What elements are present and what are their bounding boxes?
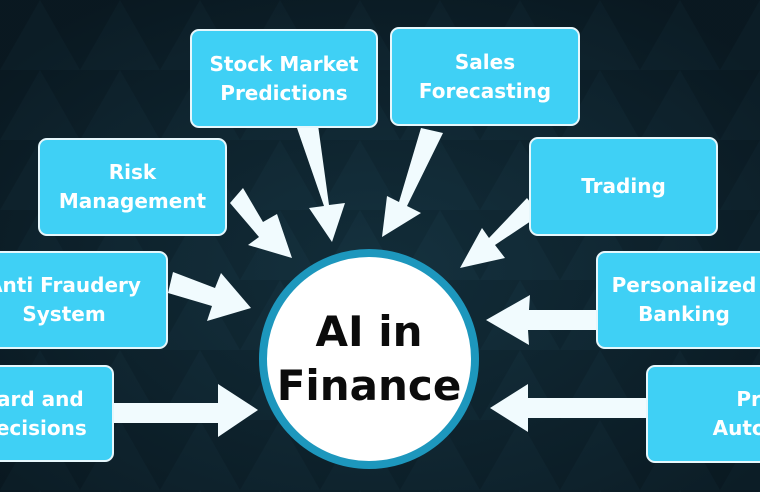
center-circle: AI in Finance (259, 249, 479, 469)
box-label-line: Predictions (220, 80, 348, 105)
box-risk-management: Risk Management (38, 138, 227, 236)
box-label-line: System (22, 302, 106, 326)
center-title-line1: AI in (315, 307, 423, 356)
arrow-card-decisions (112, 384, 258, 437)
box-label-line: Sales (454, 49, 516, 74)
box-trading: Trading (529, 137, 718, 236)
box-stock-market-predictions: Stock Market Predictions (190, 29, 378, 128)
box-anti-fraudery-system: Anti Fraudery System (0, 251, 168, 349)
box-card-and-decisions: Card and Decisions (0, 365, 114, 462)
box-label-line: Personalized (611, 273, 757, 297)
box-label-line: Decisions (0, 415, 87, 440)
center-title-line2: Finance (276, 361, 462, 410)
box-label-line: Risk (108, 160, 157, 184)
box-process-automation: Proce Automa (646, 365, 760, 463)
arrow-process-automation (490, 384, 648, 432)
box-label-line: Card and (0, 386, 84, 411)
arrow-risk-management (230, 188, 292, 258)
arrow-sales-forecasting (382, 128, 443, 237)
arrow-personalized-banking (486, 295, 599, 345)
box-label-line: Trading (581, 174, 666, 198)
box-label-line: Management (58, 189, 207, 213)
box-label-line: Banking (638, 302, 730, 326)
box-sales-forecasting: Sales Forecasting (390, 27, 580, 126)
box-personalized-banking: Personalized Banking (596, 251, 760, 349)
arrow-anti-fraudery (168, 272, 251, 321)
box-label-line: Automa (712, 416, 760, 440)
box-label-line: Stock Market (209, 51, 359, 76)
arrow-trading (460, 198, 540, 268)
arrow-stock-market (297, 125, 345, 242)
box-label-line: Proce (736, 387, 760, 411)
box-label-line: Anti Fraudery (0, 273, 141, 297)
box-label-line: Forecasting (418, 78, 552, 103)
